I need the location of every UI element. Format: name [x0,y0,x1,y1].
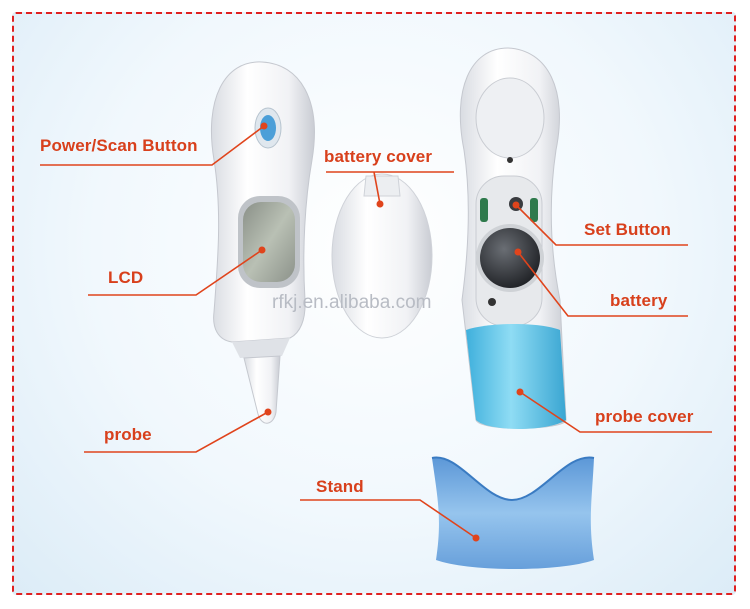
leader-power-scan [40,125,265,166]
stand-part [431,456,595,569]
leader-probe-cover [519,391,712,433]
lcd-screen-shape [243,202,295,282]
leader-dots [258,122,524,542]
leader-lcd [88,249,263,296]
label-power-scan-button: Power/Scan Button [40,136,198,155]
thermometer-front-view [210,61,315,424]
label-lcd: LCD [108,268,144,287]
probe-cover-shape [466,324,566,429]
leader-battery-cover [373,171,381,205]
label-battery-cover: battery cover [324,147,433,166]
label-battery: battery [610,291,668,310]
watermark: rfkj.en.alibaba.com [272,292,432,313]
battery-cover-part [331,173,433,339]
leader-set-button [515,204,688,246]
label-stand: Stand [316,477,364,496]
leader-probe [84,411,269,453]
label-probe-cover: probe cover [595,407,694,426]
thermometer-back-view [459,47,567,429]
label-set-button: Set Button [584,220,671,239]
leader-lines [40,125,712,539]
power-scan-button-shape [260,115,276,141]
coin-battery-shape [480,228,540,288]
leader-stand [300,499,477,539]
leader-battery [517,251,688,317]
label-probe: probe [104,425,152,444]
